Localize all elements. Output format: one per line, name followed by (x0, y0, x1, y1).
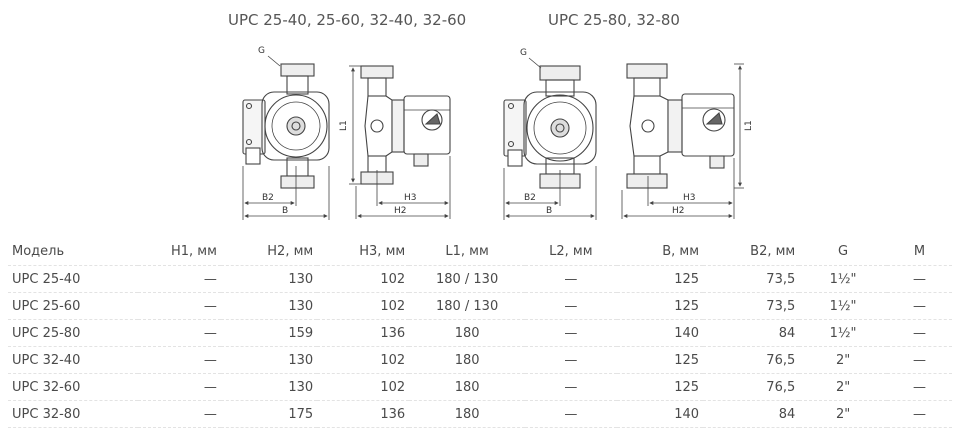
cell-h3: 136 (317, 319, 410, 347)
column-header-b: B, мм (616, 238, 704, 266)
column-header-b2: B2, мм (703, 238, 800, 266)
column-header-l1: L1, мм (409, 238, 525, 266)
cell-b2: 76,5 (703, 373, 800, 401)
b2-label: B2 (262, 193, 274, 203)
cell-h2: 130 (220, 346, 318, 374)
cell-g: 1½" (799, 265, 887, 293)
drawing-caption-small-pumps: UPC 25-40, 25-60, 32-40, 32-60 (228, 11, 467, 29)
cell-g: 1½" (799, 292, 887, 320)
cell-h1: — (137, 319, 221, 347)
column-header-m: M (886, 238, 952, 266)
cell-h2: 130 (220, 265, 318, 293)
l1-label: L1 (339, 120, 349, 131)
cell-l2: — (525, 292, 617, 320)
h3-label: H3 (404, 193, 417, 203)
g-leader-small: G (258, 46, 281, 67)
cell-b: 140 (616, 400, 704, 428)
cell-l1: 180 (409, 400, 525, 428)
cell-l2: — (525, 265, 617, 293)
b-label: B (282, 206, 288, 216)
cell-h3: 102 (317, 346, 410, 374)
b-label: B (546, 206, 552, 216)
g-label: G (520, 48, 527, 58)
cell-b: 125 (616, 292, 704, 320)
cell-h2: 159 (220, 319, 318, 347)
cell-model: UPC 32-80 (8, 400, 138, 428)
cell-l1: 180 (409, 373, 525, 401)
pump-dimension-drawings: G B2 B L1 H3 H2 (242, 46, 754, 220)
cell-m: — (886, 265, 952, 293)
cell-model: UPC 25-60 (8, 292, 138, 320)
cell-m: — (886, 400, 952, 428)
cell-l2: — (525, 319, 617, 347)
cell-model: UPC 25-40 (8, 265, 138, 293)
column-header-l2: L2, мм (525, 238, 617, 266)
cell-h2: 175 (220, 400, 318, 428)
column-header-h1: H1, мм (137, 238, 221, 266)
cell-b: 125 (616, 373, 704, 401)
cell-g: 2" (799, 373, 887, 401)
pump-side-view-small (360, 65, 451, 185)
h2-label: H2 (672, 206, 685, 216)
b2-label: B2 (524, 193, 536, 203)
cell-b2: 73,5 (703, 265, 800, 293)
cell-m: — (886, 292, 952, 320)
cell-h1: — (137, 373, 221, 401)
cell-b2: 84 (703, 400, 800, 428)
cell-h3: 102 (317, 265, 410, 293)
cell-l1: 180 (409, 346, 525, 374)
cell-b: 125 (616, 265, 704, 293)
cell-l2: — (525, 400, 617, 428)
pump-side-view-large (626, 63, 735, 189)
l1-label: L1 (744, 120, 754, 131)
cell-h2: 130 (220, 292, 318, 320)
pump-specs-table: Модель H1, мм H2, мм H3, мм L1, мм L2, м… (8, 238, 952, 428)
column-header-g: G (799, 238, 887, 266)
cell-b: 125 (616, 346, 704, 374)
cell-m: — (886, 373, 952, 401)
cell-b2: 73,5 (703, 292, 800, 320)
cell-l1: 180 (409, 319, 525, 347)
pump-front-view-large (503, 65, 597, 189)
cell-model: UPC 32-40 (8, 346, 138, 374)
cell-b2: 84 (703, 319, 800, 347)
drawing-caption-large-pumps: UPC 25-80, 32-80 (548, 11, 680, 29)
cell-l2: — (525, 373, 617, 401)
g-label: G (258, 46, 265, 56)
cell-l1: 180 / 130 (409, 292, 525, 320)
cell-b2: 76,5 (703, 346, 800, 374)
cell-h2: 130 (220, 373, 318, 401)
cell-b: 140 (616, 319, 704, 347)
column-header-model: Модель (8, 238, 138, 266)
column-header-h2: H2, мм (220, 238, 318, 266)
table-header-row: Модель H1, мм H2, мм H3, мм L1, мм L2, м… (8, 238, 952, 266)
h2-label: H2 (394, 206, 407, 216)
cell-h1: — (137, 400, 221, 428)
cell-m: — (886, 346, 952, 374)
cell-g: 2" (799, 346, 887, 374)
column-header-h3: H3, мм (317, 238, 410, 266)
g-leader-large: G (520, 48, 542, 69)
cell-h3: 102 (317, 373, 410, 401)
cell-h1: — (137, 292, 221, 320)
h3-label: H3 (683, 193, 696, 203)
cell-h1: — (137, 265, 221, 293)
cell-g: 2" (799, 400, 887, 428)
cell-l2: — (525, 346, 617, 374)
cell-g: 1½" (799, 319, 887, 347)
cell-model: UPC 32-60 (8, 373, 138, 401)
cell-l1: 180 / 130 (409, 265, 525, 293)
cell-h3: 102 (317, 292, 410, 320)
pump-front-view-small (242, 63, 330, 189)
cell-h3: 136 (317, 400, 410, 428)
cell-m: — (886, 319, 952, 347)
cell-model: UPC 25-80 (8, 319, 138, 347)
cell-h1: — (137, 346, 221, 374)
